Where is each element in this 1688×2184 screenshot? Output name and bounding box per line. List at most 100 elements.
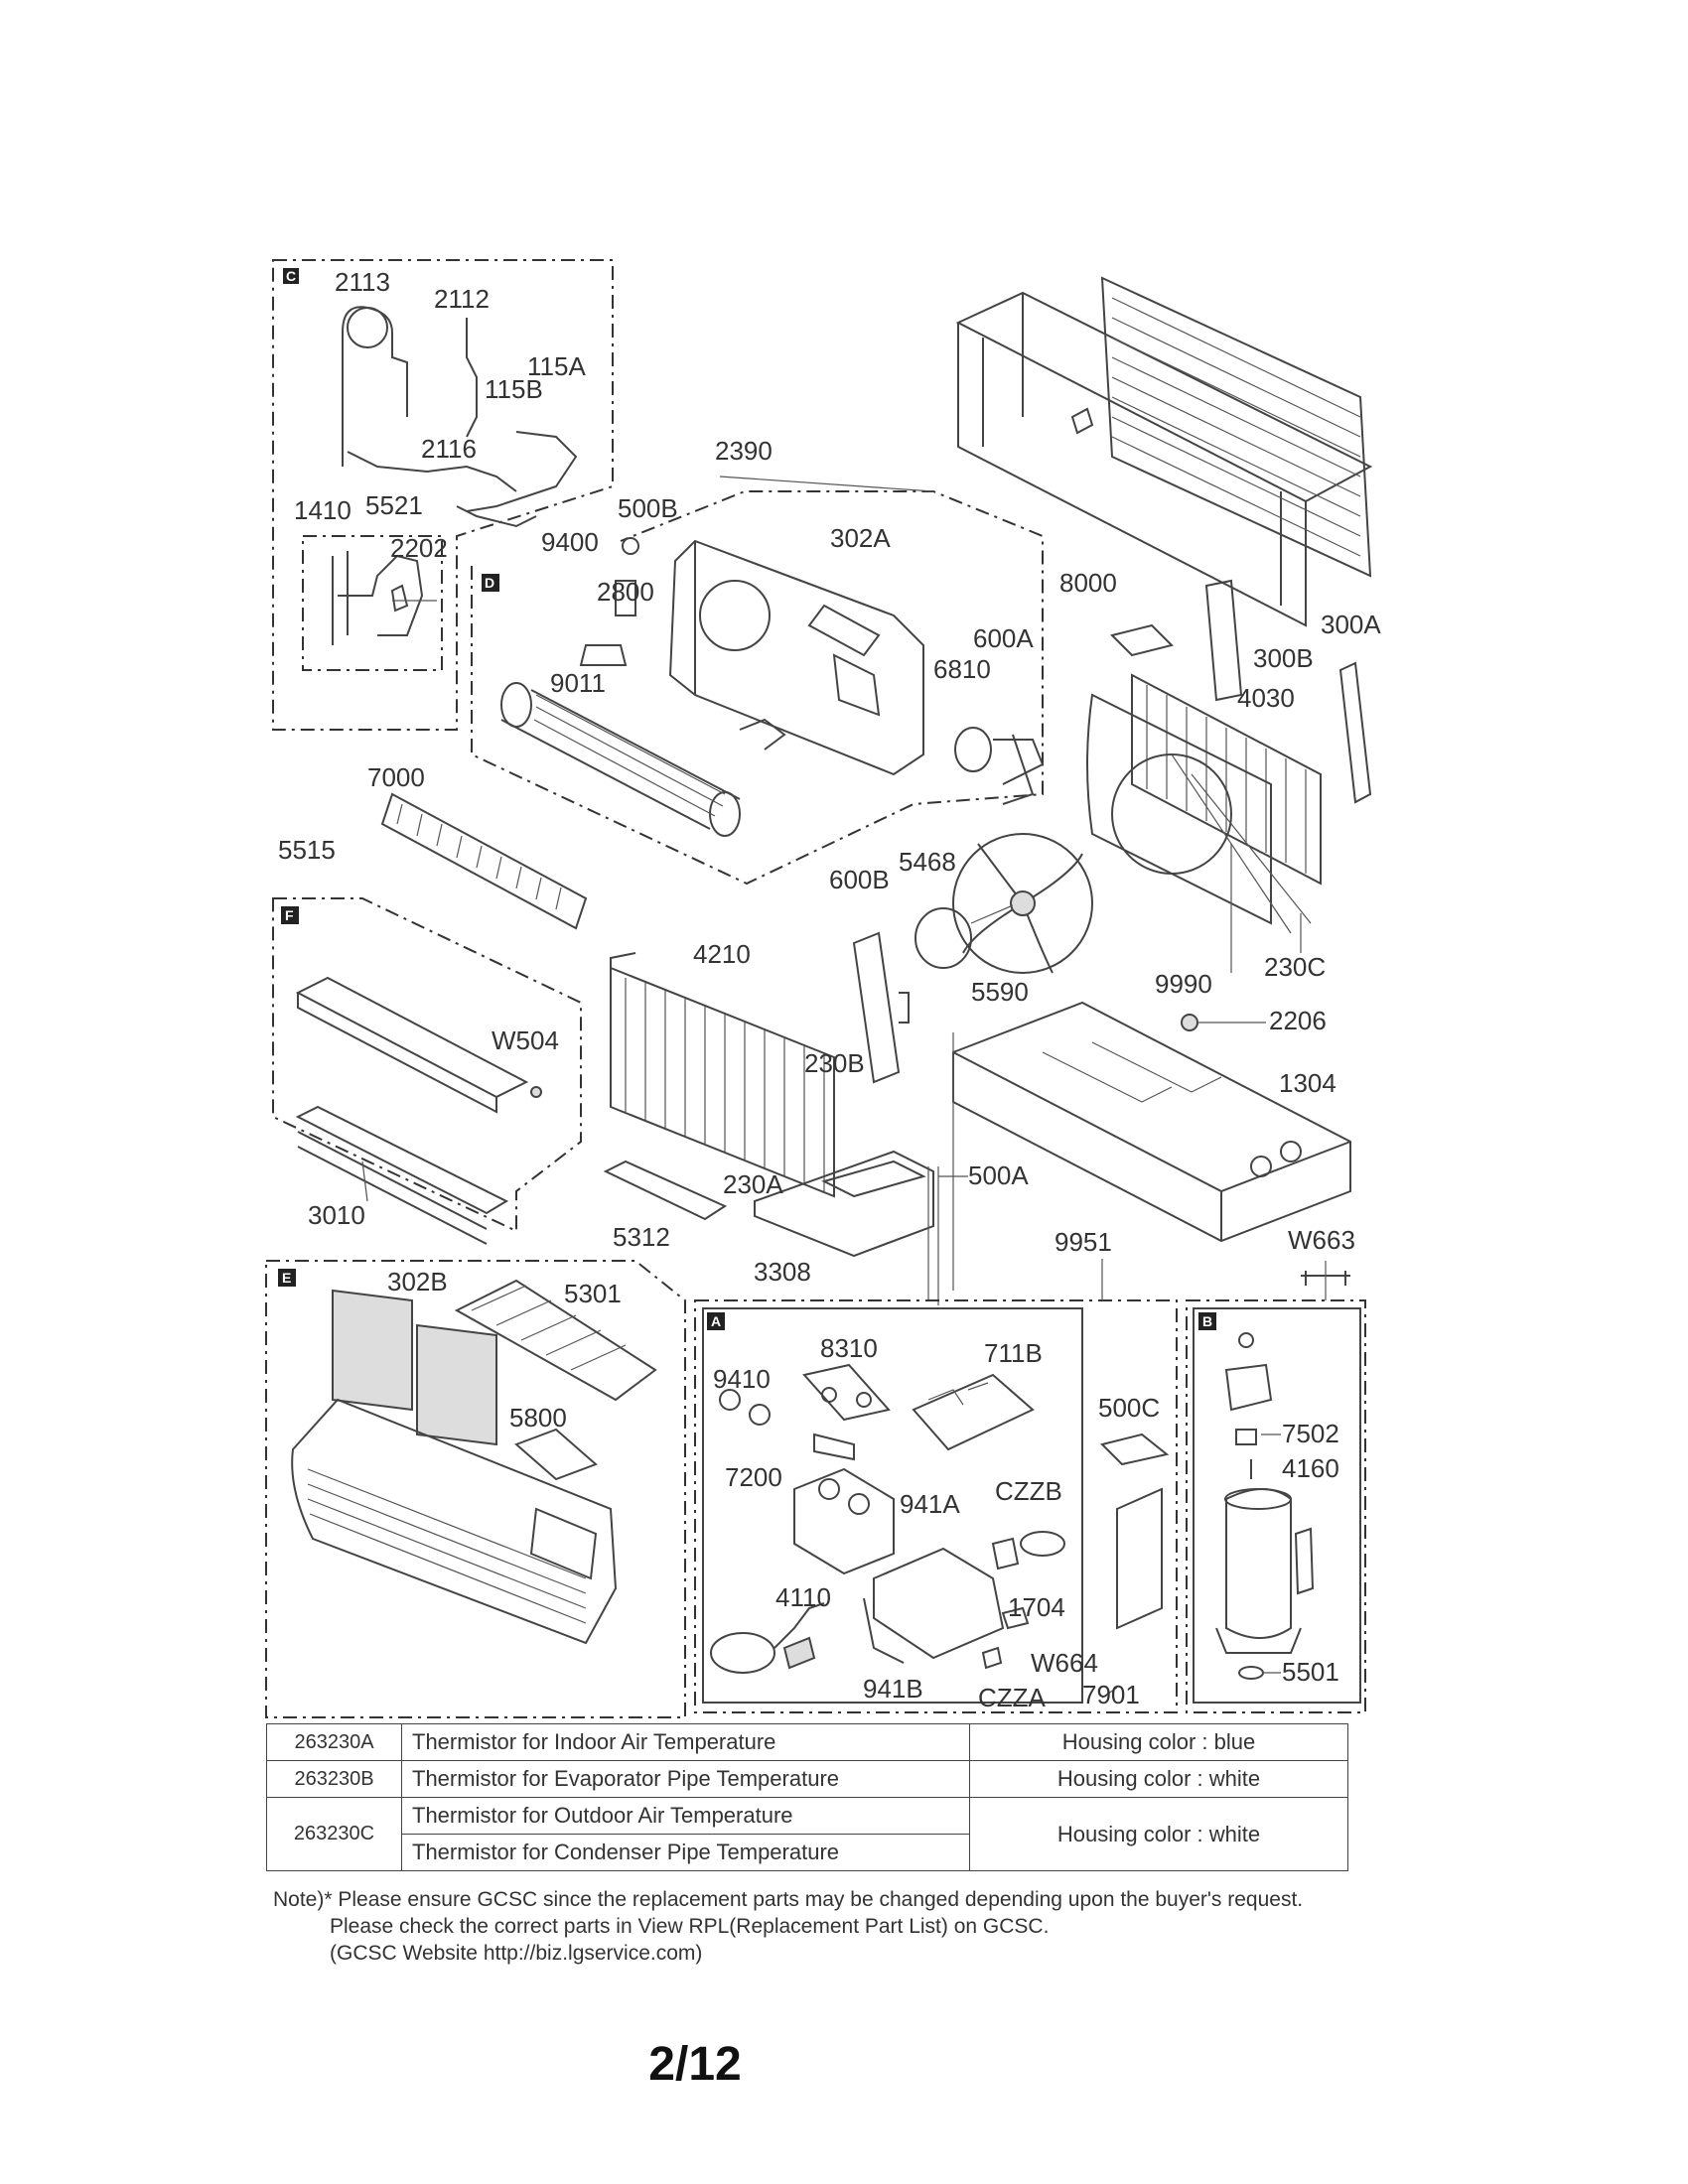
mount-600A xyxy=(1002,734,1035,805)
part-code: 263230C xyxy=(266,1797,402,1871)
fan-blade-5590 xyxy=(952,833,1093,974)
section-c: C 2113 2112 115A 115B 2116 1410 5521 220… xyxy=(272,259,614,731)
strainer-assembly xyxy=(332,551,424,645)
label-5468: 5468 xyxy=(899,847,956,877)
label-1304: 1304 xyxy=(1279,1068,1336,1098)
bracket-500A xyxy=(821,1160,926,1198)
label-2112: 2112 xyxy=(434,284,490,314)
section-e: E xyxy=(265,1260,686,1718)
label-9951: 9951 xyxy=(1055,1227,1112,1257)
part-code: 263230A xyxy=(266,1723,402,1761)
table-row: 263230A Thermistor for Indoor Air Temper… xyxy=(266,1723,1348,1761)
rear-grille xyxy=(1100,276,1372,578)
section-f: F xyxy=(272,897,582,1245)
label-5515: 5515 xyxy=(278,835,336,865)
plate-7901 xyxy=(1101,1487,1163,1699)
tube-2112 xyxy=(466,318,478,438)
fan-shroud xyxy=(1086,693,1312,934)
label-plate-5800 xyxy=(514,1428,598,1481)
bolt-2206 xyxy=(1181,1014,1266,1031)
motor-6810 xyxy=(954,727,1045,805)
section-b: B xyxy=(1186,1299,1366,1713)
condenser-coil-4030 xyxy=(1131,673,1322,886)
connectors-W664 xyxy=(981,1606,1030,1670)
fan-motor-5468 xyxy=(914,904,1014,969)
label-115A: 115A xyxy=(527,351,586,381)
label-500A: 500A xyxy=(968,1160,1029,1190)
label-941A: 941A xyxy=(900,1489,960,1519)
grille-7000 xyxy=(380,792,588,930)
tube-2113 xyxy=(342,306,408,467)
table-row: 263230B Thermistor for Evaporator Pipe T… xyxy=(266,1760,1348,1798)
label-3308: 3308 xyxy=(754,1257,811,1287)
part-code: 263230B xyxy=(266,1760,402,1798)
thermistor-table: 263230A Thermistor for Indoor Air Temper… xyxy=(266,1723,1348,1871)
filter-302B xyxy=(332,1289,497,1446)
control-box-7200 xyxy=(793,1433,895,1575)
label-2800: 2800 xyxy=(597,577,654,607)
part-description: Thermistor for Condenser Pipe Temperatur… xyxy=(401,1834,970,1871)
dial-plate-8310 xyxy=(802,1363,891,1422)
clip-2800 xyxy=(615,580,636,616)
section-d-letter: D xyxy=(485,575,494,591)
bracket-500C xyxy=(1100,1433,1170,1466)
panel-300A xyxy=(1338,661,1372,804)
capacitor-CZZB xyxy=(1020,1531,1065,1557)
label-230B: 230B xyxy=(804,1048,865,1078)
label-7000: 7000 xyxy=(367,762,425,792)
label-1410: 1410 xyxy=(294,495,352,525)
label-115B: 115B xyxy=(485,374,543,404)
label-6810: 6810 xyxy=(933,654,991,684)
panel-300B xyxy=(1204,579,1243,702)
table-row: 263230C Thermistor for Outdoor Air Tempe… xyxy=(266,1797,1348,1871)
section-d: D 9400 500B 2390 302A xyxy=(471,436,1045,886)
section-a-marker xyxy=(707,1312,725,1330)
label-2206: 2206 xyxy=(1269,1006,1327,1035)
label-600A: 600A xyxy=(973,623,1034,653)
note-line: Please check the correct parts in View R… xyxy=(330,1915,1050,1938)
section-f-letter: F xyxy=(285,907,294,923)
label-4110: 4110 xyxy=(775,1582,831,1612)
control-base-3308 xyxy=(754,1150,934,1258)
screw-W504 xyxy=(530,1086,542,1098)
section-a: A xyxy=(694,1299,1178,1713)
section-a-letter: A xyxy=(711,1313,721,1329)
compressor-4160 xyxy=(1215,1459,1315,1654)
label-4030: 4030 xyxy=(1237,683,1295,713)
label-5800: 5800 xyxy=(509,1403,567,1433)
label-5590: 5590 xyxy=(971,977,1029,1007)
label-2113: 2113 xyxy=(335,267,390,297)
label-W664: W664 xyxy=(1031,1648,1098,1678)
drain-tray xyxy=(603,1160,728,1221)
label-1704: 1704 xyxy=(1008,1592,1065,1622)
grommet-5501 xyxy=(1238,1666,1281,1680)
label-9410: 9410 xyxy=(713,1364,771,1394)
label-2202: 2202 xyxy=(390,533,448,563)
label-7901: 7901 xyxy=(1082,1680,1140,1709)
housing-color: Housing color : blue xyxy=(969,1723,1348,1761)
label-8310: 8310 xyxy=(820,1333,878,1363)
label-5521: 5521 xyxy=(365,490,423,520)
note-line: Note)* Please ensure GCSC since the repl… xyxy=(273,1888,1304,1911)
label-711B: 711B xyxy=(984,1338,1043,1368)
label-302B: 302B xyxy=(387,1267,448,1297)
front-panel xyxy=(291,1398,618,1645)
label-302A: 302A xyxy=(830,523,891,553)
power-cord-4110 xyxy=(710,1602,825,1674)
label-9400: 9400 xyxy=(541,527,599,557)
label-941B: 941B xyxy=(863,1674,923,1704)
label-230A: 230A xyxy=(723,1169,783,1199)
air-guide-upper xyxy=(295,976,529,1099)
louver-5301 xyxy=(454,1279,657,1402)
note-line: (GCSC Website http://biz.lgservice.com) xyxy=(330,1942,703,1965)
part-description: Thermistor for Indoor Air Temperature xyxy=(401,1723,970,1761)
housing-color: Housing color : white xyxy=(969,1760,1348,1798)
section-b-marker xyxy=(1198,1312,1216,1330)
label-3010: 3010 xyxy=(308,1200,365,1230)
blower-housing-2390 xyxy=(668,539,924,776)
replacement-note: Note)* Please ensure GCSC since the repl… xyxy=(273,1886,1415,1967)
label-300B: 300B xyxy=(1253,643,1314,673)
filter-302A xyxy=(807,604,881,657)
outer-case xyxy=(955,276,1373,627)
section-e-letter: E xyxy=(282,1270,291,1286)
